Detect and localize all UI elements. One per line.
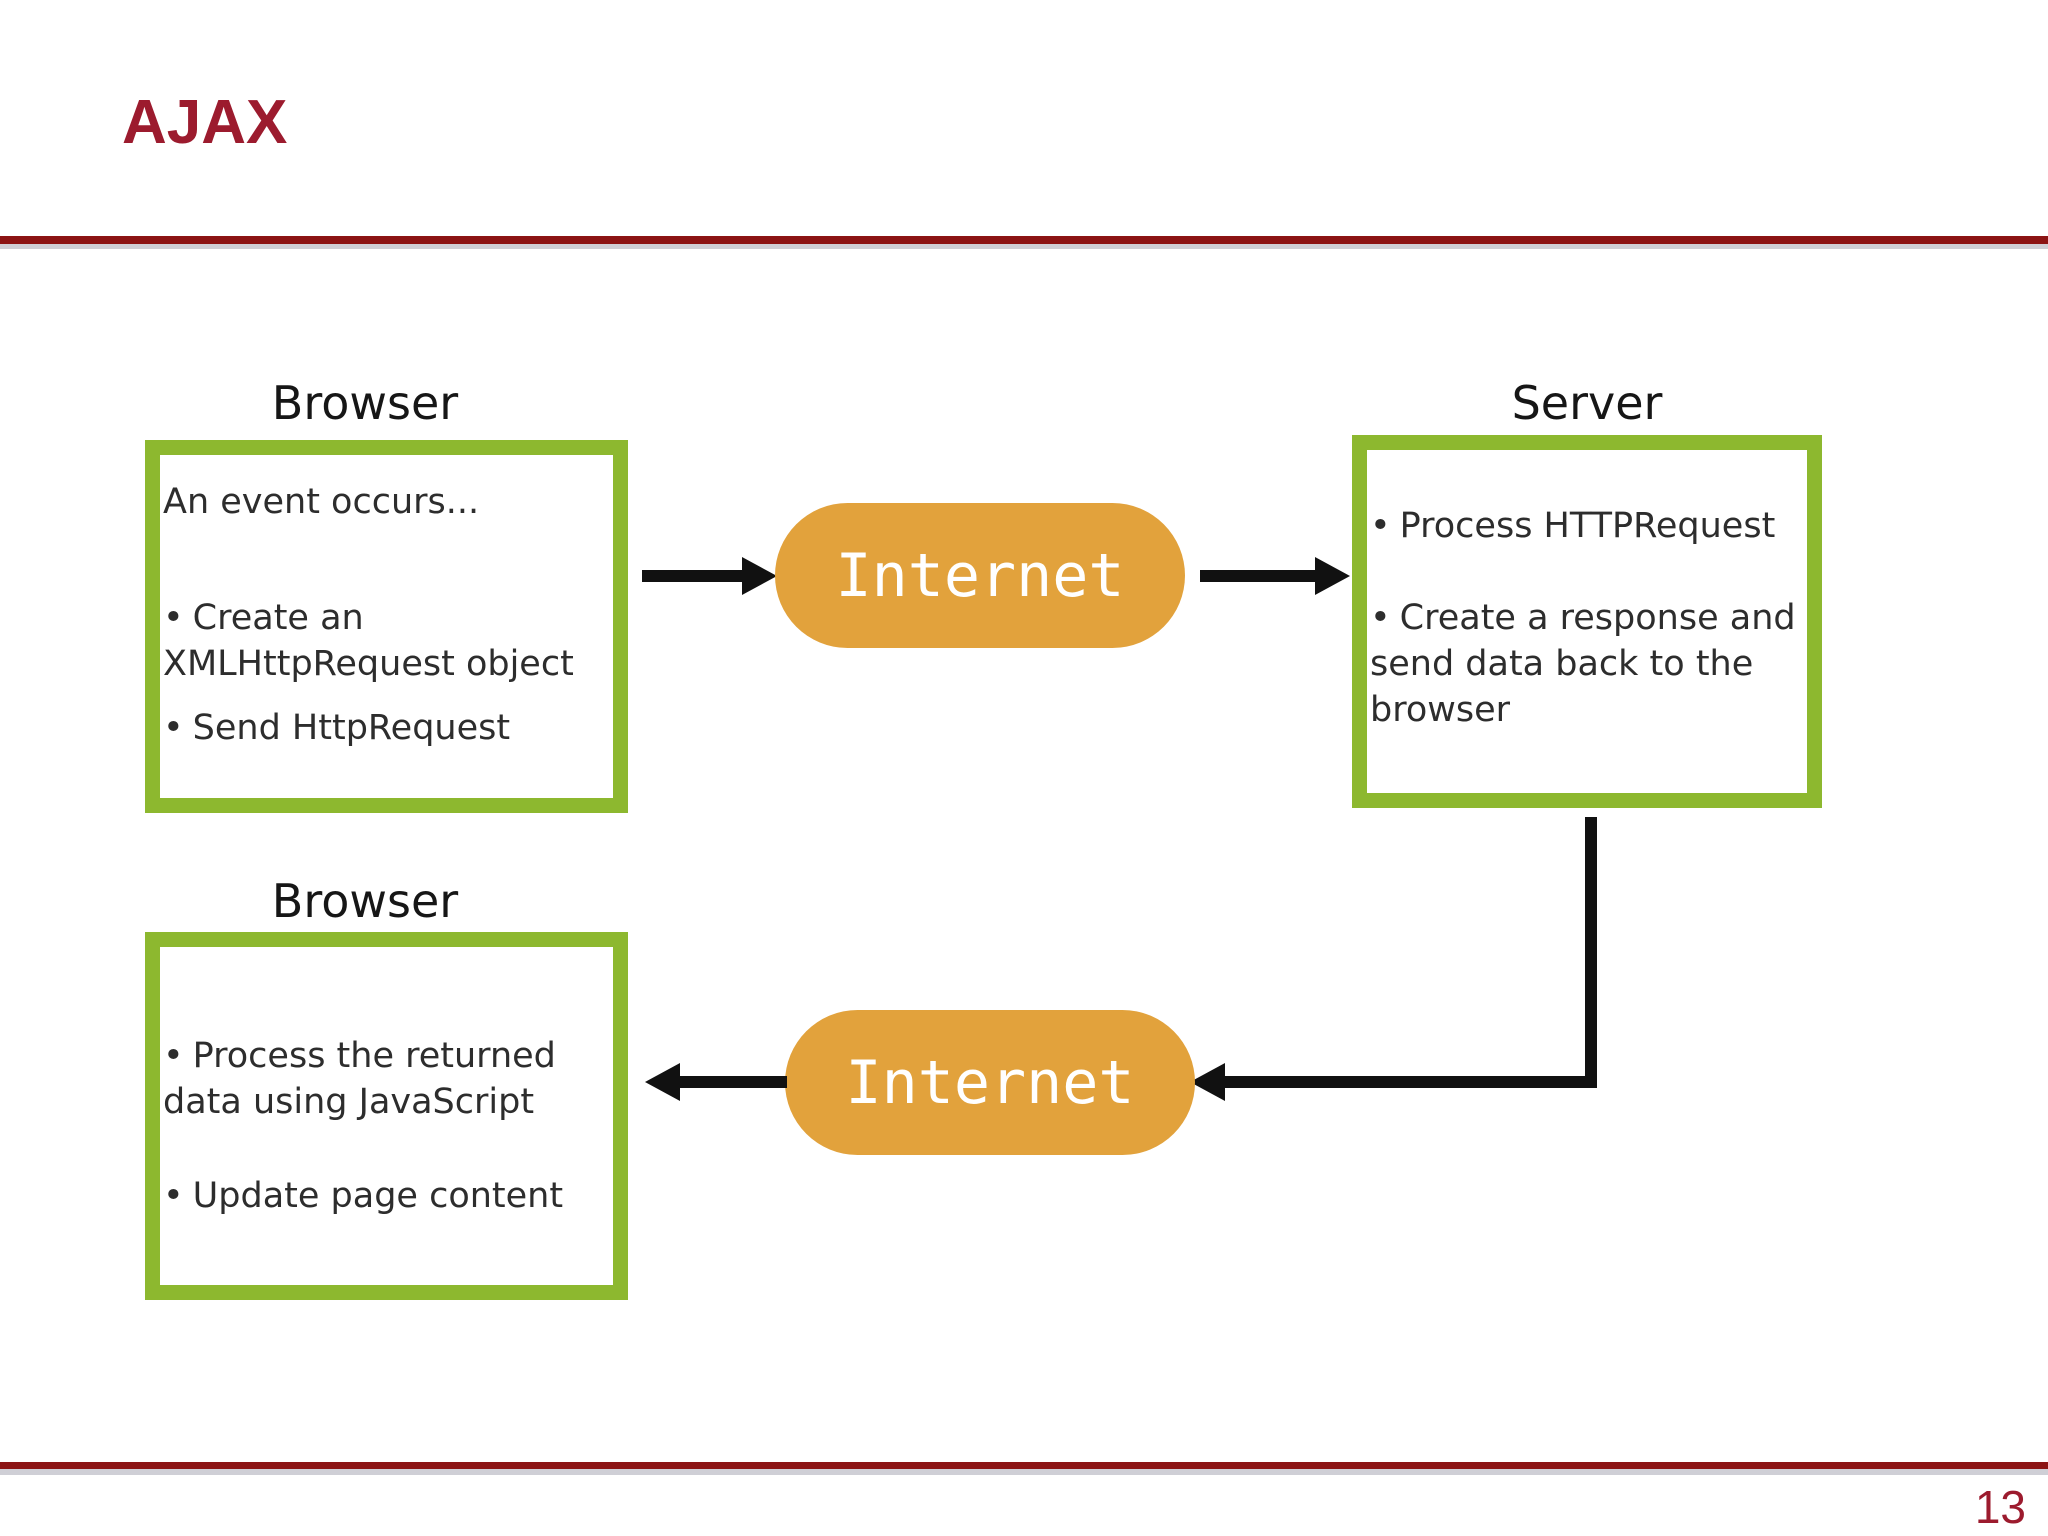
- list-item: •Create an XMLHttpRequest object: [163, 595, 611, 687]
- list-item-text: Create an XMLHttpRequest object: [163, 598, 574, 684]
- list-item-text: Process the returned data using JavaScri…: [163, 1036, 556, 1122]
- internet-bottom-node: Internet: [785, 1010, 1195, 1155]
- browser-top-box: An event occurs... •Create an XMLHttpReq…: [145, 440, 628, 813]
- arrowhead-left-icon: [1190, 1063, 1225, 1101]
- bullet-icon: •: [1370, 598, 1391, 638]
- bullet-icon: •: [163, 708, 184, 748]
- page-number: 13: [1974, 1481, 2026, 1533]
- bullet-icon: •: [163, 1176, 184, 1216]
- connector-vertical-line: [1585, 817, 1597, 1088]
- connector-horizontal-line: [1220, 1076, 1597, 1088]
- bottom-divider-shadow: [0, 1469, 2048, 1475]
- bullet-icon: •: [1370, 506, 1391, 546]
- arrow-line: [673, 1076, 787, 1088]
- list-item-text: Create a response and send data back to …: [1370, 598, 1796, 730]
- bullet-icon: •: [163, 1036, 184, 1076]
- internet-top-label: Internet: [835, 540, 1125, 611]
- list-item-text: Send HttpRequest: [192, 708, 511, 748]
- browser-bottom-box: •Process the returned data using JavaScr…: [145, 932, 628, 1300]
- page-title: AJAX: [122, 88, 288, 157]
- list-item: •Process HTTPRequest: [1370, 503, 1805, 549]
- list-item-text: An event occurs...: [163, 482, 480, 522]
- server-box: •Process HTTPRequest •Create a response …: [1352, 435, 1822, 808]
- list-item: •Update page content: [163, 1173, 611, 1219]
- list-item: An event occurs...: [163, 479, 611, 525]
- internet-bottom-label: Internet: [845, 1047, 1135, 1118]
- browser-top-label: Browser: [271, 376, 459, 430]
- arrowhead-right-icon: [1315, 557, 1350, 595]
- list-item: •Create a response and send data back to…: [1370, 595, 1805, 733]
- list-item-text: Update page content: [192, 1176, 564, 1216]
- arrowhead-left-icon: [645, 1063, 680, 1101]
- bottom-divider-line: [0, 1462, 2048, 1469]
- top-divider-shadow: [0, 244, 2048, 249]
- arrow-line: [1200, 570, 1320, 582]
- arrow-line: [642, 570, 747, 582]
- internet-top-node: Internet: [775, 503, 1185, 648]
- list-item-text: Process HTTPRequest: [1399, 506, 1776, 546]
- server-label: Server: [1511, 376, 1663, 430]
- browser-bottom-label: Browser: [271, 874, 459, 928]
- bullet-icon: •: [163, 598, 184, 638]
- top-divider-line: [0, 236, 2048, 244]
- arrowhead-right-icon: [742, 557, 777, 595]
- list-item: •Process the returned data using JavaScr…: [163, 1033, 611, 1125]
- list-item: •Send HttpRequest: [163, 705, 611, 751]
